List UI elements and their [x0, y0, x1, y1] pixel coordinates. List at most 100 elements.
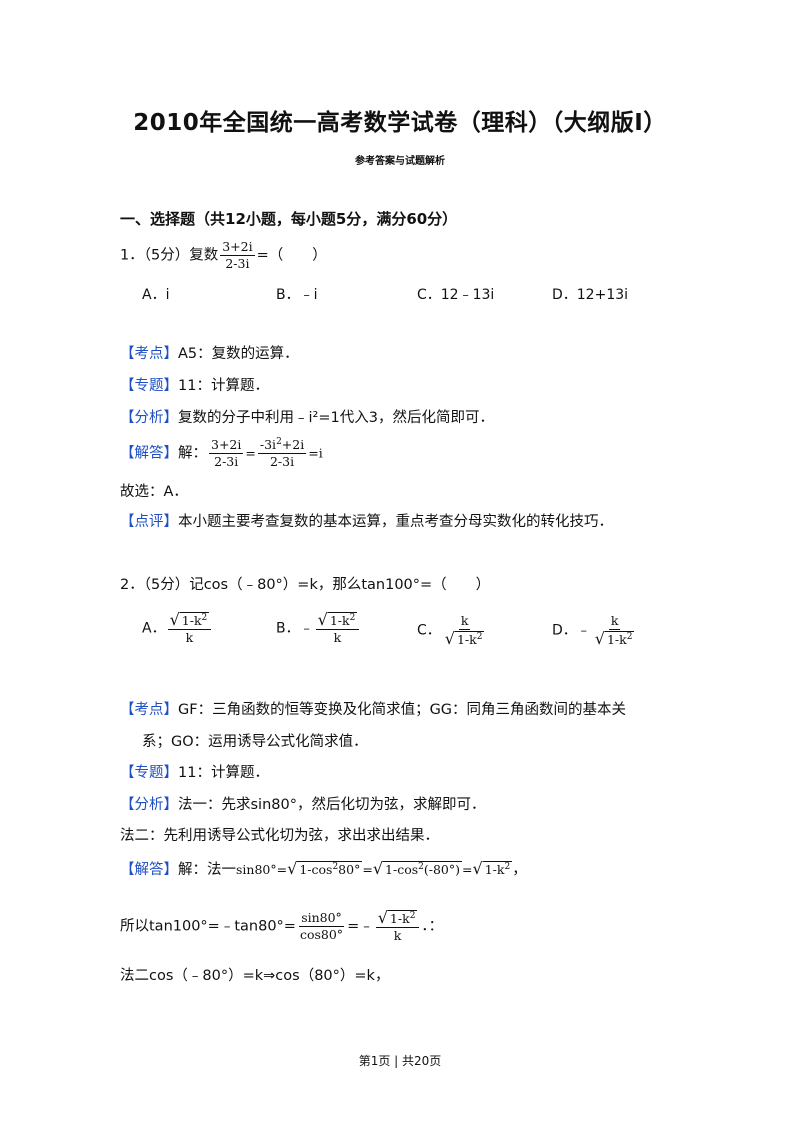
equals-sign: = [245, 445, 256, 461]
sqrt-icon: √ [444, 629, 455, 648]
exponent: 2 [476, 631, 483, 642]
radicand: 1-k2 [327, 612, 358, 628]
exponent: 2 [349, 612, 356, 623]
sqrt-icon: √ [169, 610, 180, 629]
section-heading: 一、选择题（共12小题，每小题5分，满分60分） [120, 210, 458, 228]
radicand: 1-k2 [387, 910, 418, 926]
sqrt-radical-2: √1-cos2(-80°) [372, 859, 463, 878]
q2-kaodian-line2: 系；GO：运用诱导公式化简求值． [142, 734, 368, 750]
numerator-part: -3i [259, 437, 277, 452]
dianping-text: 本小题主要考查复数的基本运算，重点考查分母实数化的转化技巧． [178, 514, 613, 530]
radicand: 1-k2 [454, 631, 485, 647]
fenxi-tag: 【分析】 [120, 797, 178, 813]
kaodian-tag: 【考点】 [120, 702, 178, 718]
comma: ， [512, 862, 527, 878]
radicand: 1-k2 [482, 861, 513, 877]
fraction-numerator: √1-k2 [167, 612, 212, 630]
fenxi-text: 复数的分子中利用﹣i²=1代入3，然后化简即可． [178, 410, 494, 426]
fraction-denominator: 2-3i [225, 256, 250, 271]
page-subtitle: 参考答案与试题解析 [355, 156, 445, 167]
fraction-denominator: k [185, 630, 194, 645]
jieda-result: =i [308, 445, 323, 461]
sqrt-radical: √1-k2 [318, 612, 358, 628]
q1-stem-suffix: =（ ） [256, 247, 327, 264]
q2-choice-d: D．﹣ k√1-k2 [552, 614, 638, 647]
tan-line-prefix: 所以tan100°=﹣tan80°= [120, 918, 296, 935]
zhuanti-text: 11：计算题． [178, 378, 269, 394]
fraction-denominator: 2-3i [269, 454, 295, 469]
radicand-tail: 80° [338, 862, 361, 877]
radicand: 1-k2 [604, 631, 635, 647]
jieda-tag: 【解答】 [120, 445, 178, 462]
kaodian-text-line1: GF：三角函数的恒等变换及化简求值；GG：同角三角函数间的基本关 [178, 702, 627, 718]
sqrt-radical: √1-k2 [445, 631, 485, 647]
zhuanti-text: 11：计算题． [178, 765, 269, 781]
sin80-expr: sin80° [236, 862, 277, 877]
sin-over-cos-fraction: sin80°cos80° [298, 911, 345, 942]
choice-label: C． [417, 622, 441, 639]
page-title: 2010年全国统一高考数学试卷（理科）（大纲版Ⅰ） [133, 110, 667, 136]
q1-answer: 故选：A． [120, 484, 188, 500]
sqrt-icon: √ [317, 610, 328, 629]
numerator-tail: +2i [281, 437, 305, 452]
radicand-tail: (-80°) [423, 862, 461, 877]
q2-zhuanti: 【专题】11：计算题． [120, 763, 269, 783]
tan-line-end: ．： [421, 918, 444, 935]
jieda-fraction-2: -3i2+2i 2-3i [257, 436, 307, 469]
page-footer: 第1页 | 共20页 [358, 1054, 442, 1068]
kaodian-text: A5：复数的运算． [178, 346, 299, 362]
radicand: 1-cos2(-80°) [383, 861, 463, 877]
choice-label: A． [142, 620, 166, 637]
radicand-text: 1-k [484, 862, 505, 877]
jieda-prefix: 解： [178, 445, 207, 462]
sqrt-radical-1: √1-cos280° [287, 861, 363, 877]
tan-line-mid: =﹣ [347, 918, 374, 935]
dianping-tag: 【点评】 [120, 514, 178, 530]
fraction-denominator: cos80° [299, 927, 344, 942]
kaodian-tag: 【考点】 [120, 346, 178, 362]
sqrt-radical: √1-k2 [378, 910, 418, 926]
choice-fraction: k√1-k2 [443, 614, 487, 647]
equals-sign: = [462, 862, 473, 877]
choice-label: B．﹣ [276, 620, 314, 637]
exponent: 2 [276, 436, 282, 447]
fenxi-tag: 【分析】 [120, 410, 178, 426]
fraction-numerator: √1-k2 [375, 910, 420, 928]
sqrt-radical: √1-k2 [170, 612, 210, 628]
q1-kaodian: 【考点】A5：复数的运算． [120, 344, 299, 364]
radicand-text: 1-k [456, 632, 477, 647]
sqrt-icon: √ [594, 629, 605, 648]
exponent: 2 [626, 631, 633, 642]
sqrt-radical-3: √1-k2 [473, 861, 513, 877]
zhuanti-tag: 【专题】 [120, 378, 178, 394]
radicand: 1-k2 [179, 612, 210, 628]
sqrt-radical: √1-k2 [595, 631, 635, 647]
exponent: 2 [201, 612, 208, 623]
radicand-text: 1-k [181, 613, 202, 628]
q1-choice-c: C．12﹣13i [417, 287, 495, 303]
sqrt-icon: √ [472, 859, 483, 878]
q1-zhuanti: 【专题】11：计算题． [120, 376, 269, 396]
radicand-text: 1-k [606, 632, 627, 647]
fraction-numerator: k [608, 613, 621, 630]
q2-kaodian: 【考点】GF：三角函数的恒等变换及化简求值；GG：同角三角函数间的基本关 [120, 700, 626, 720]
q2-method2-line: 法二cos（﹣80°）=k⇒cos（80°）=k， [120, 968, 390, 984]
fraction-denominator: √1-k2 [443, 630, 487, 647]
fraction-numerator: √1-k2 [315, 612, 360, 630]
radicand-text: 1-cos [299, 862, 333, 877]
choice-label: D．﹣ [552, 622, 591, 639]
radicand: 1-cos280° [297, 861, 363, 877]
equals-sign: = [362, 862, 373, 877]
sqrt-icon: √ [372, 859, 384, 878]
q1-dianping: 【点评】本小题主要考查复数的基本运算，重点考查分母实数化的转化技巧． [120, 512, 613, 532]
equals-sign: = [276, 862, 288, 877]
